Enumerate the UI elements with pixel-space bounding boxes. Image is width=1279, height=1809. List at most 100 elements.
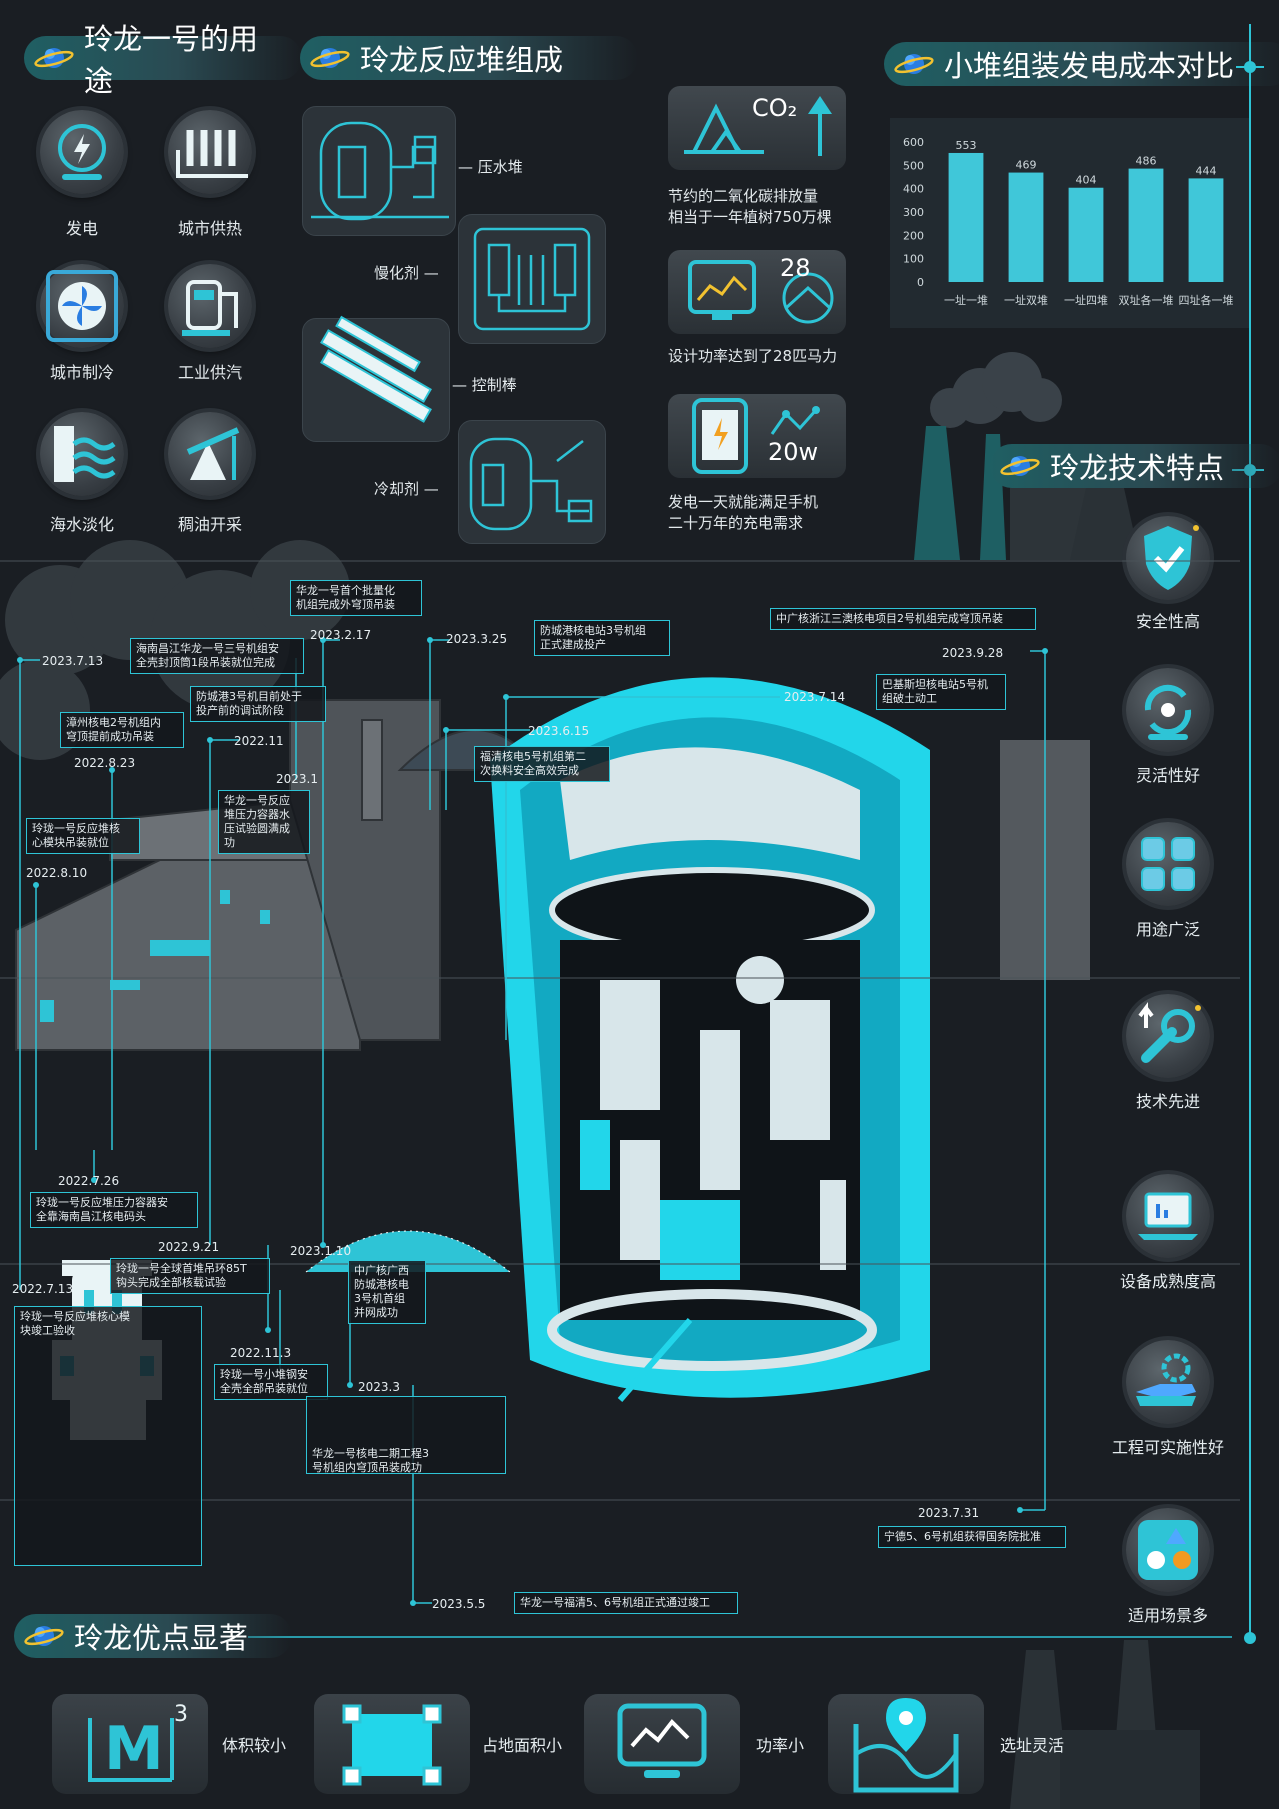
timeline-date: 2023.9.28: [942, 646, 1004, 660]
laptop-icon: [1126, 1174, 1210, 1258]
timeline-date: 2023.6.15: [528, 724, 590, 738]
feature-label: 适用场景多: [1127, 1606, 1208, 1625]
planet-icon: [310, 48, 350, 68]
fact-caption: 设计功率达到了28匹马力: [668, 347, 838, 365]
factory-silhouette-bottom: [1010, 1640, 1200, 1809]
bar-value-label: 553: [956, 139, 977, 152]
m-glyph: M: [104, 1714, 164, 1784]
hand-gear-icon: [1126, 1340, 1210, 1424]
volume-m3-icon: M 3: [52, 1694, 208, 1794]
component-label: 慢化剂 —: [374, 264, 439, 282]
timeline-date: 2023.2.17: [310, 628, 372, 642]
use-label: 发电: [65, 219, 98, 238]
coolant-diagram: [458, 420, 606, 544]
fact-caption: 发电一天就能满足手机二十万年的充电需求: [668, 493, 819, 532]
timeline-date: 2022.8.10: [26, 866, 88, 880]
grid-apps-icon: [1126, 822, 1210, 906]
power-number: 28: [780, 254, 811, 282]
timeline-date: 2023.3: [358, 1380, 400, 1394]
use-label: 工业供汽: [177, 363, 242, 382]
cube-exponent: 3: [174, 1702, 188, 1727]
bar: [1068, 187, 1104, 282]
planet-icon: [24, 1626, 64, 1646]
category-label: 双址各一堆: [1119, 293, 1174, 307]
steam-icon: [168, 264, 252, 348]
factory-illustration: [914, 352, 1140, 560]
timeline-date: 2023.1: [276, 772, 318, 786]
y-tick-label: 600: [903, 136, 924, 149]
y-tick-label: 100: [903, 253, 924, 266]
moderator-diagram: [458, 214, 606, 344]
radiator-icon: [168, 110, 252, 194]
y-tick-label: 300: [903, 206, 924, 219]
feature-label: 安全性高: [1135, 612, 1200, 631]
timeline-date: 2023.5.5: [432, 1597, 486, 1611]
map-pin-icon: [828, 1694, 984, 1794]
bar: [1128, 168, 1164, 282]
timeline-date: 2023.7.13: [42, 654, 104, 668]
planet-icon: [1000, 456, 1040, 476]
category-label: 四址各一堆: [1179, 293, 1234, 307]
co2-text: CO₂: [752, 94, 798, 122]
timeline-date: 2022.7.13: [12, 1282, 74, 1296]
feature-label: 设备成熟度高: [1119, 1272, 1216, 1291]
fact-caption: 节约的二氧化碳排放量相当于一年植树750万棵: [668, 187, 832, 226]
phone-watt: 20w: [768, 438, 819, 466]
timeline-note: 玲珑一号反应堆核心模 块竣工验收: [14, 1306, 202, 1566]
bar: [948, 152, 984, 282]
advantage-label: 体积较小: [222, 1736, 287, 1755]
planet-icon: [894, 54, 934, 74]
bar: [1188, 178, 1224, 282]
category-label: 一址四堆: [1064, 293, 1108, 307]
timeline-note: 玲珑一号小堆钢安 全壳全部吊装就位: [214, 1364, 328, 1400]
fan-icon: [40, 264, 124, 348]
timeline-note: 防城港核电站3号机组 正式建成投产: [534, 620, 670, 656]
co2-fact-tile: CO₂: [668, 86, 846, 170]
timeline-date: 2023.3.25: [446, 632, 508, 646]
bar: [1008, 172, 1044, 282]
y-tick-label: 0: [917, 276, 924, 289]
timeline-date: 2022.8.23: [74, 756, 136, 770]
component-label: — 压水堆: [458, 158, 523, 176]
phone-fact-tile: 20w: [668, 394, 846, 478]
timeline-note: 玲珑一号反应堆压力容器安 全靠海南昌江核电码头: [30, 1192, 198, 1228]
section-title-cost: 小堆组装发电成本对比: [884, 42, 1279, 86]
feature-label: 灵活性好: [1135, 766, 1200, 785]
timeline-date: 2022.11.3: [230, 1346, 292, 1360]
timeline-date: 2022.7.26: [58, 1174, 120, 1188]
timeline-note: 漳州核电2号机组内 穹顶提前成功吊装: [60, 712, 184, 748]
timeline-note: 华龙一号核电二期工程3 号机组内穹顶吊装成功: [306, 1396, 506, 1474]
timeline-note: 福清核电5号机组第二 次换料安全高效完成: [474, 746, 610, 782]
timeline-note: 玲珑一号反应堆核 心模块吊装就位: [26, 818, 140, 854]
use-label: 城市供热: [177, 219, 242, 238]
timeline-note: 华龙一号福清5、6号机组正式通过竣工: [514, 1592, 738, 1614]
pwr-diagram: [302, 106, 456, 236]
bar-value-label: 486: [1136, 155, 1157, 168]
section-title-uses: 玲龙一号的用途: [24, 22, 302, 98]
component-label: 冷却剂 —: [374, 480, 439, 498]
section-title-advantages: 玲龙优点显著: [14, 1614, 292, 1658]
feature-label: 用途广泛: [1135, 920, 1200, 939]
power-fact-tile: 28: [668, 250, 846, 334]
control-rod-diagram: [302, 315, 450, 442]
shield-check-icon: [1126, 516, 1210, 600]
bar-value-label: 404: [1076, 174, 1097, 187]
timeline-note: 玲珑一号全球首堆吊环85T 钩头完成全部核载试验: [110, 1258, 270, 1294]
timeline-note: 海南昌江华龙一号三号机组安 全壳封顶筒1段吊装就位完成: [130, 638, 304, 674]
use-label: 稠油开采: [177, 515, 242, 534]
component-label: — 控制棒: [452, 376, 517, 394]
y-tick-label: 500: [903, 159, 924, 172]
y-tick-label: 200: [903, 229, 924, 242]
area-frame-icon: [314, 1694, 470, 1794]
bar-value-label: 469: [1016, 159, 1037, 172]
timeline-date: 2022.9.21: [158, 1240, 220, 1254]
timeline-note: 宁德5、6号机组获得国务院批准: [878, 1526, 1066, 1548]
advantage-label: 功率小: [756, 1736, 805, 1755]
section-title-composition: 玲龙反应堆组成: [300, 36, 638, 80]
cycle-icon: [1126, 668, 1210, 752]
use-label: 海水淡化: [49, 515, 114, 534]
advantage-label: 选址灵活: [1000, 1736, 1065, 1755]
timeline-note: 防城港3号机目前处于 投产前的调试阶段: [190, 686, 326, 722]
